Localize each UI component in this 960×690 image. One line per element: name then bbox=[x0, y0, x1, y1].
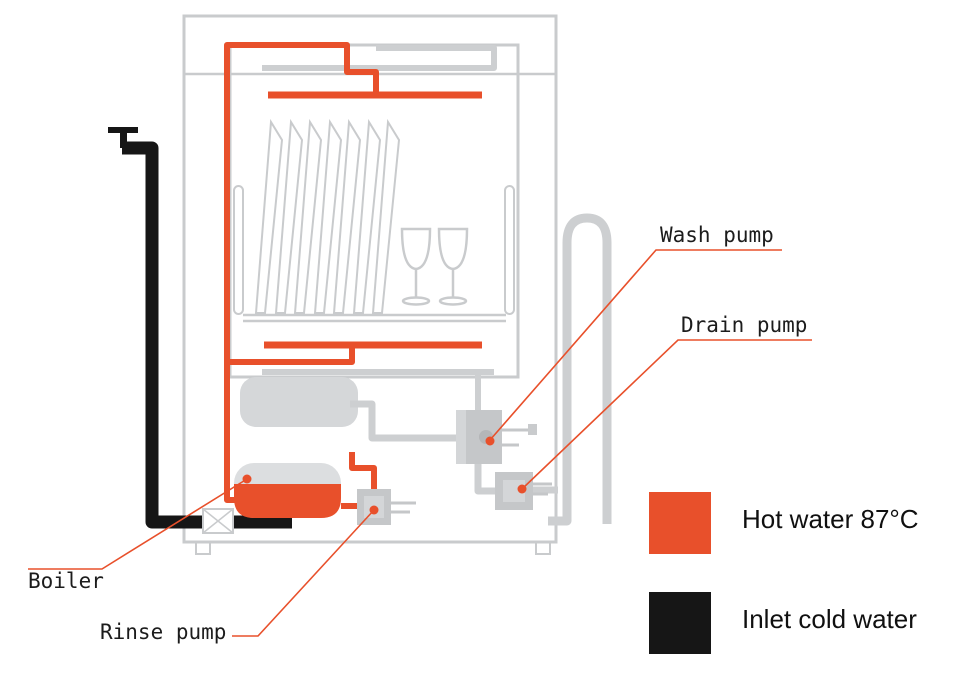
cold-water-legend-label: Inlet cold water bbox=[742, 604, 917, 634]
wine-glass-bowl bbox=[437, 227, 469, 271]
wash-pump-terminal bbox=[528, 424, 537, 435]
wash-to-drain-pipe bbox=[474, 462, 497, 495]
drain-pump-label: Drain pump bbox=[681, 313, 807, 337]
left-rack-rail bbox=[233, 185, 244, 315]
hot-water-legend-label: Hot water 87°C bbox=[742, 504, 919, 534]
plate bbox=[293, 118, 323, 314]
boiler bbox=[234, 463, 341, 518]
cold-water-inlet bbox=[108, 127, 292, 534]
wash-pump-flange bbox=[456, 410, 466, 464]
cold-water-swatch bbox=[649, 592, 711, 654]
cabinet-body bbox=[182, 14, 558, 544]
inlet-valve-cross bbox=[202, 508, 234, 534]
plates bbox=[254, 118, 401, 314]
rinse-pump-leader bbox=[232, 509, 375, 637]
tap-handle bbox=[108, 127, 138, 133]
wash-pump-dot bbox=[485, 436, 495, 446]
drain-pump bbox=[495, 472, 552, 510]
drain-pump-leader bbox=[521, 339, 812, 490]
plate bbox=[371, 118, 401, 314]
wine-glass-foot bbox=[438, 296, 468, 306]
left-foot bbox=[195, 541, 211, 555]
wash-pump-label: Wash pump bbox=[660, 223, 774, 247]
mid-feed-pipe bbox=[227, 346, 355, 365]
top-return-pipe bbox=[262, 45, 497, 71]
hot-water-circuit bbox=[224, 42, 482, 509]
boiler-leader bbox=[28, 478, 248, 570]
drain-pump-dot bbox=[517, 484, 527, 494]
tap-stem bbox=[120, 131, 127, 148]
legend: Hot water 87°C Inlet cold water bbox=[649, 492, 919, 654]
hot-riser-pipe bbox=[224, 42, 379, 503]
right-foot bbox=[535, 541, 551, 555]
wine-glass-bowl bbox=[400, 227, 432, 271]
annotations: Wash pump Drain pump Boiler Rinse pump bbox=[28, 223, 812, 644]
gray-plumbing bbox=[240, 45, 612, 526]
boiler-hot-water bbox=[234, 484, 341, 518]
plate bbox=[274, 118, 304, 314]
rinse-pump-dot bbox=[369, 505, 379, 515]
plate bbox=[352, 118, 382, 314]
rinse-outlet-pipe bbox=[349, 452, 377, 489]
pumps bbox=[357, 410, 552, 525]
drain-hose bbox=[548, 213, 612, 526]
boiler-dot bbox=[242, 474, 252, 484]
plate bbox=[332, 118, 362, 314]
wash-pump-leader bbox=[489, 249, 782, 441]
wash-pump bbox=[456, 410, 537, 464]
plate bbox=[313, 118, 343, 314]
wine-glass-foot bbox=[401, 296, 431, 306]
hot-water-swatch bbox=[649, 492, 711, 554]
rinse-pump-label: Rinse pump bbox=[100, 620, 226, 644]
sump bbox=[240, 377, 358, 427]
sump-to-wash-pump-pipe bbox=[350, 400, 458, 442]
plate bbox=[254, 118, 284, 314]
right-rack-rail bbox=[504, 185, 515, 315]
wine-glasses bbox=[400, 227, 469, 306]
boiler-label: Boiler bbox=[28, 569, 104, 593]
